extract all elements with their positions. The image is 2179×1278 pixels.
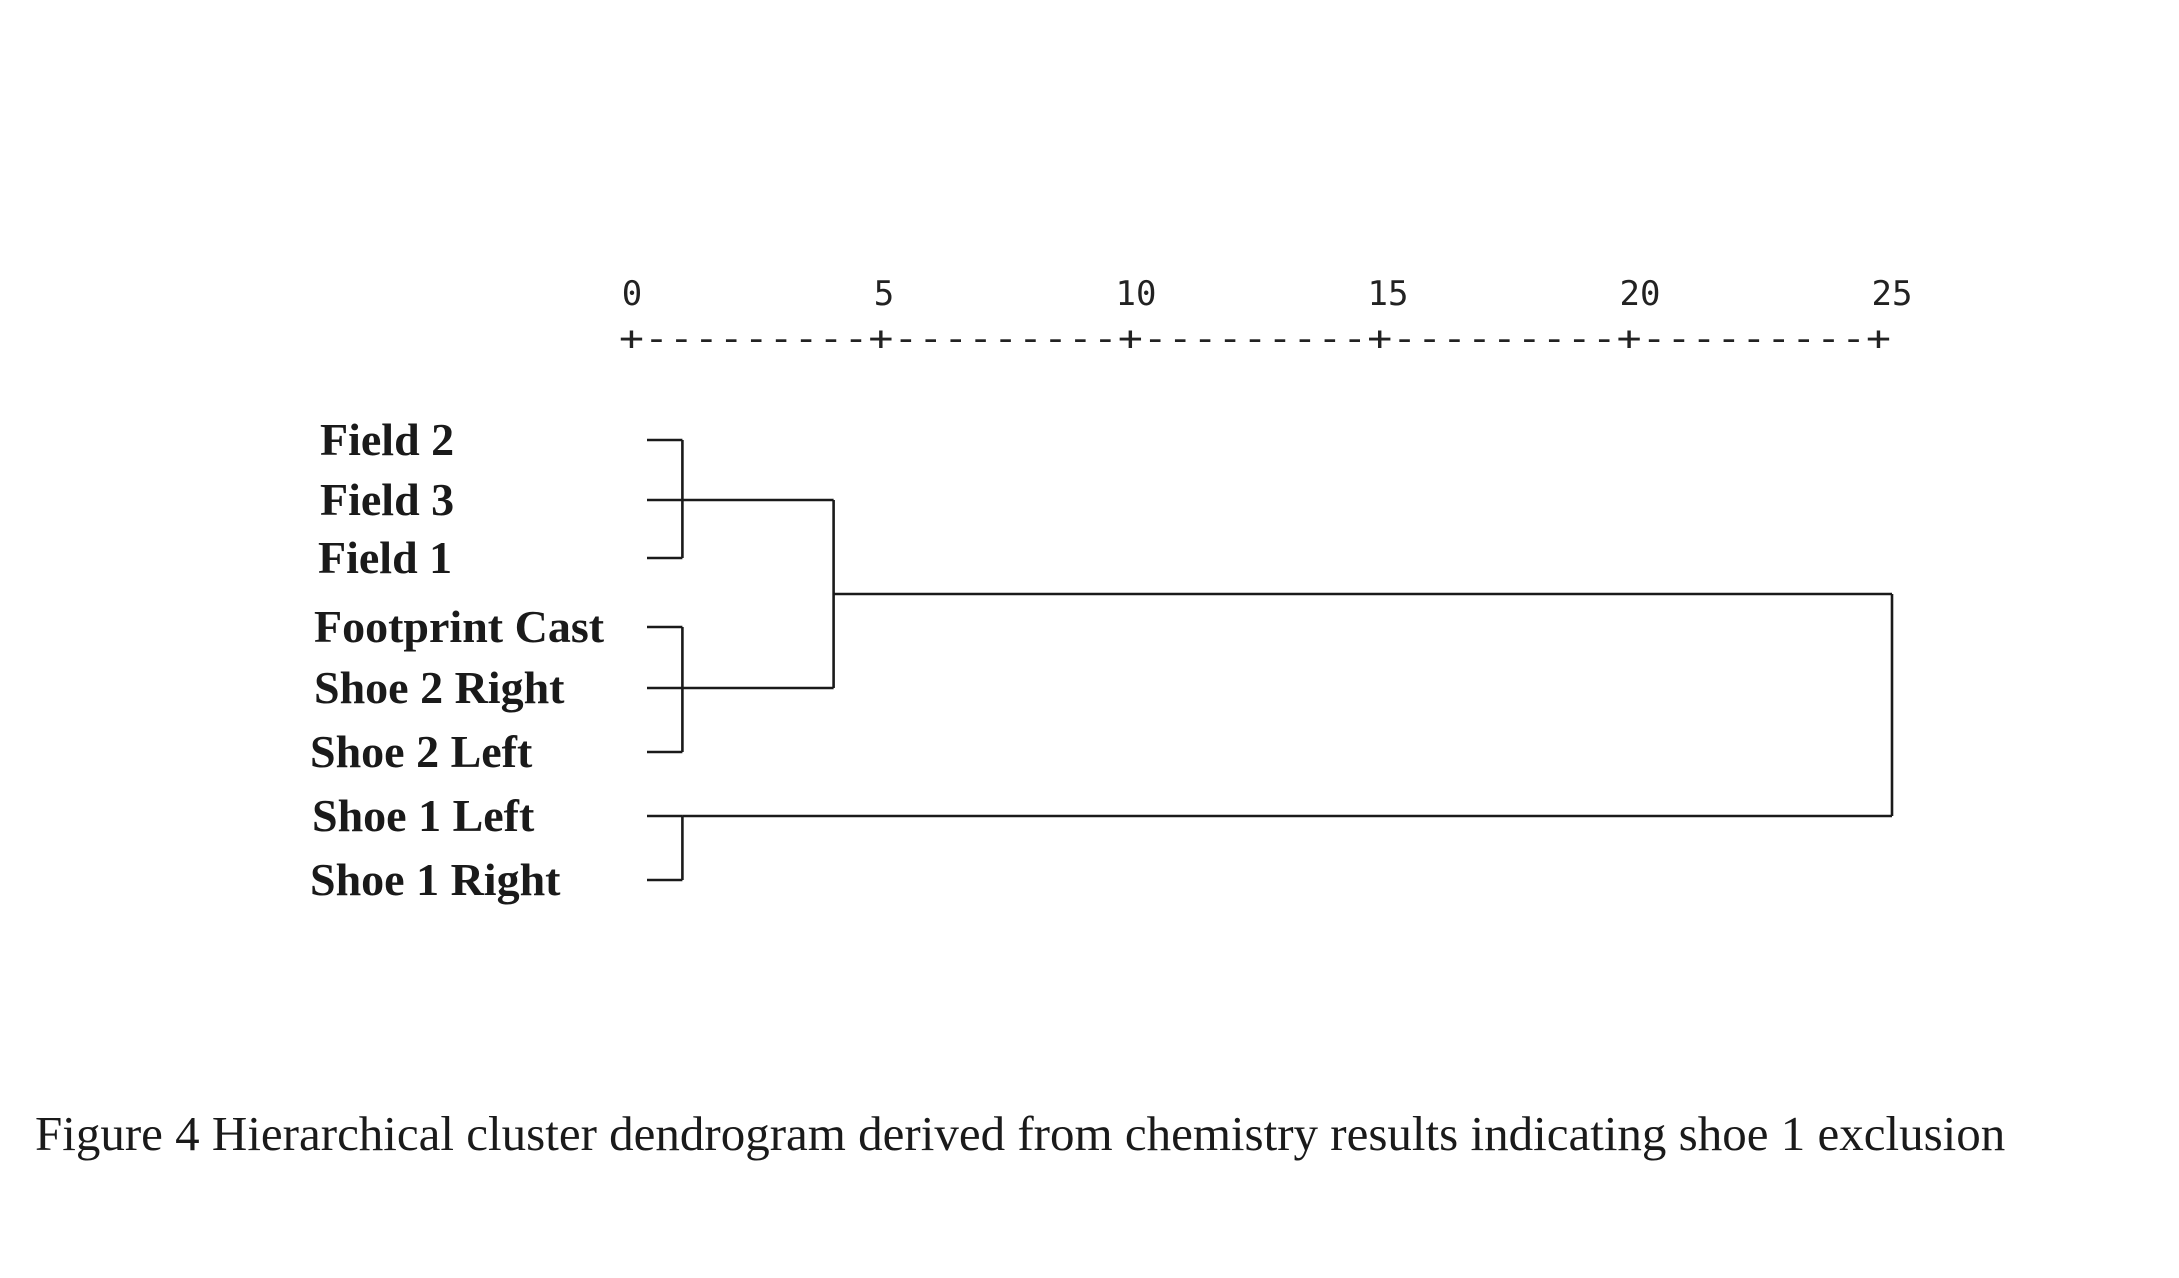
leaf-label: Field 2 xyxy=(320,414,454,465)
axis-tick-label: 0 xyxy=(622,274,642,314)
leaf-label: Shoe 1 Right xyxy=(310,854,561,905)
leaf-label: Footprint Cast xyxy=(314,601,605,652)
axis-tick-label: 10 xyxy=(1116,274,1157,314)
axis-tick-label: 15 xyxy=(1368,274,1409,314)
axis-tick-label: 20 xyxy=(1620,274,1661,314)
axis-tick-label: 25 xyxy=(1872,274,1913,314)
axis-tick-label: 5 xyxy=(874,274,894,314)
axis-tick-labels: 0 5 10 15 20 25 xyxy=(622,274,1913,314)
axis-scale-line: +---------+---------+---------+---------… xyxy=(619,319,1891,359)
leaf-label: Field 1 xyxy=(318,532,452,583)
leaf-label: Field 3 xyxy=(320,474,454,525)
dendrogram-links xyxy=(647,438,1894,882)
leaf-label: Shoe 2 Right xyxy=(314,662,565,713)
leaf-labels: Field 2 Field 3 Field 1 Footprint CastShoe … xyxy=(310,414,605,905)
leaf-label: Shoe 2 Left xyxy=(310,726,533,777)
leaf-label: Shoe 1 Left xyxy=(312,790,535,841)
figure-caption: Figure 4 Hierarchical cluster dendrogram… xyxy=(35,1106,2006,1161)
